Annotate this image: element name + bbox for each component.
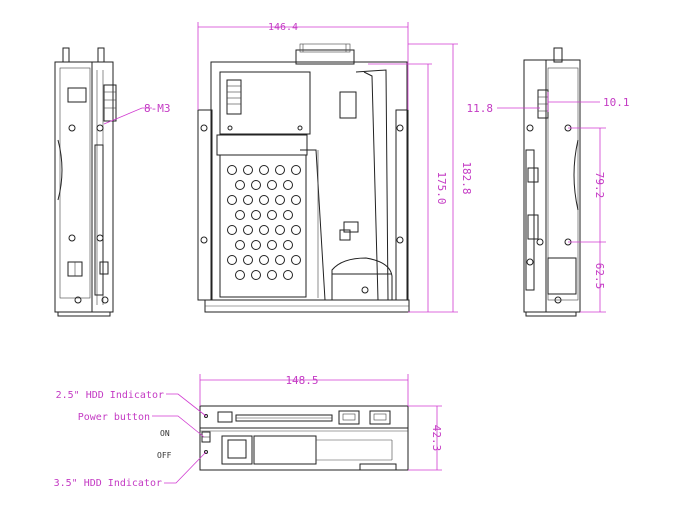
cage-hole	[235, 180, 245, 190]
dim-right-offset: 10.1	[603, 96, 630, 109]
dimension-values: 146.4 182.8 175.0 11.8 10.1 79.2 62.5 14…	[268, 22, 630, 451]
dim-hole-spacing-lower: 62.5	[593, 263, 606, 290]
cage-hole	[283, 180, 293, 190]
cage-hole	[283, 210, 293, 220]
cage-hole	[275, 165, 285, 175]
cage-hole	[251, 180, 261, 190]
cage-hole	[227, 225, 237, 235]
center-top-view	[197, 43, 410, 313]
cage-hole	[251, 210, 261, 220]
cage-hole	[243, 195, 253, 205]
cage-hole	[283, 240, 293, 250]
cage-hole	[259, 225, 269, 235]
cage-hole	[267, 240, 277, 250]
cage-hole	[275, 255, 285, 265]
callout-labels: 8-M3 2.5" HDD Indicator Power button 3.5…	[54, 102, 172, 489]
dim-front-width: 148.5	[285, 374, 318, 387]
dim-top-width: 146.4	[268, 22, 298, 33]
dim-hole-spacing-upper: 79.2	[593, 172, 606, 199]
cage-hole	[275, 195, 285, 205]
hdd-cage-holes	[227, 165, 301, 280]
callout-power-button: Power button	[78, 412, 150, 423]
cage-hole	[259, 165, 269, 175]
cage-hole	[243, 255, 253, 265]
cage-hole	[291, 165, 301, 175]
cage-hole	[291, 225, 301, 235]
dim-front-height: 42.3	[430, 425, 443, 452]
cage-hole	[243, 165, 253, 175]
cage-hole	[291, 255, 301, 265]
dim-overall-height: 182.8	[460, 161, 473, 194]
callout-hdd35-indicator: 3.5" HDD Indicator	[54, 478, 162, 489]
front-view	[199, 405, 409, 471]
dim-inner-height: 175.0	[435, 171, 448, 204]
cage-hole	[259, 195, 269, 205]
cage-hole	[251, 240, 261, 250]
cage-hole	[227, 195, 237, 205]
dimension-lines	[103, 22, 606, 484]
cage-hole	[243, 225, 253, 235]
callout-screw: 8-M3	[144, 102, 171, 115]
switch-label-on: ON	[160, 429, 170, 438]
cage-hole	[227, 255, 237, 265]
cage-hole	[227, 165, 237, 175]
cage-hole	[259, 255, 269, 265]
cage-hole	[267, 270, 277, 280]
cage-hole	[235, 240, 245, 250]
cage-hole	[267, 210, 277, 220]
cage-hole	[235, 210, 245, 220]
cage-hole	[283, 270, 293, 280]
switch-label-off: OFF	[157, 451, 172, 460]
callout-hdd25-indicator: 2.5" HDD Indicator	[56, 390, 164, 401]
cage-hole	[291, 195, 301, 205]
cage-hole	[251, 270, 261, 280]
dim-left-offset: 11.8	[467, 102, 494, 115]
cage-hole	[275, 225, 285, 235]
cage-hole	[267, 180, 277, 190]
cage-hole	[235, 270, 245, 280]
left-side-view	[54, 47, 117, 317]
right-side-view	[523, 47, 581, 317]
